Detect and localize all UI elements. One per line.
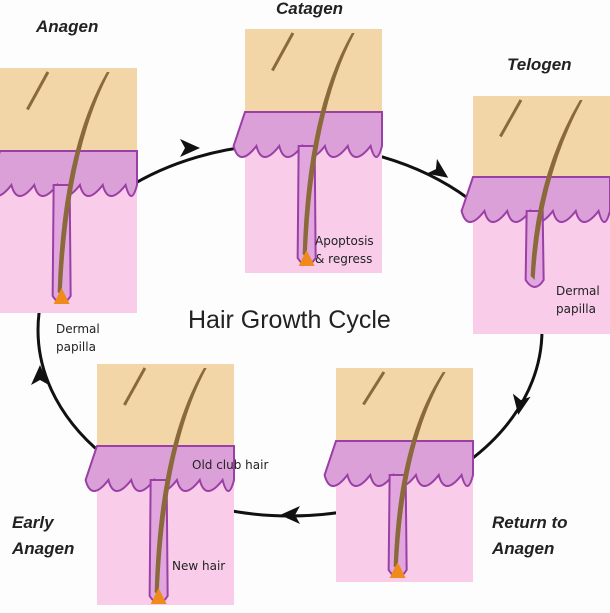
arrowhead-icon — [512, 393, 531, 415]
annotation-line: Dermal — [56, 322, 100, 336]
arrowhead-icon — [180, 139, 200, 157]
annotation-line: Apoptosis — [315, 234, 374, 248]
annotation-anagen-papilla: Dermal papilla — [56, 320, 100, 356]
label-line: Early — [12, 513, 54, 532]
arrowhead-icon — [426, 158, 449, 178]
annotation-apoptosis: Apoptosis & regress — [315, 232, 374, 268]
annotation-line: papilla — [56, 340, 96, 354]
panel-return-to-anagen — [323, 368, 474, 582]
panel-telogen — [460, 96, 610, 334]
label-line: Anagen — [492, 539, 555, 558]
label-catagen: Catagen — [276, 0, 344, 18]
panel-anagen — [0, 68, 138, 313]
diagram-title: Hair Growth Cycle — [188, 306, 391, 334]
panel-catagen — [232, 29, 383, 273]
annotation-new-hair: New hair — [172, 559, 226, 573]
annotation-line: papilla — [556, 302, 596, 316]
annotation-old-club-hair: Old club hair — [192, 458, 269, 472]
label-anagen: Anagen — [36, 17, 99, 36]
label-line: Return to — [492, 513, 568, 532]
panel-early-anagen — [84, 364, 235, 605]
arrowhead-icon — [31, 365, 49, 385]
label-telogen: Telogen — [507, 55, 572, 74]
label-line: Anagen — [12, 539, 75, 558]
arrowhead-icon — [280, 506, 300, 524]
annotation-line: Dermal — [556, 284, 600, 298]
annotation-telogen-papilla: Dermal papilla — [556, 282, 600, 318]
annotation-line: & regress — [315, 252, 373, 266]
label-return-to-anagen: Return to Anagen — [492, 510, 568, 562]
